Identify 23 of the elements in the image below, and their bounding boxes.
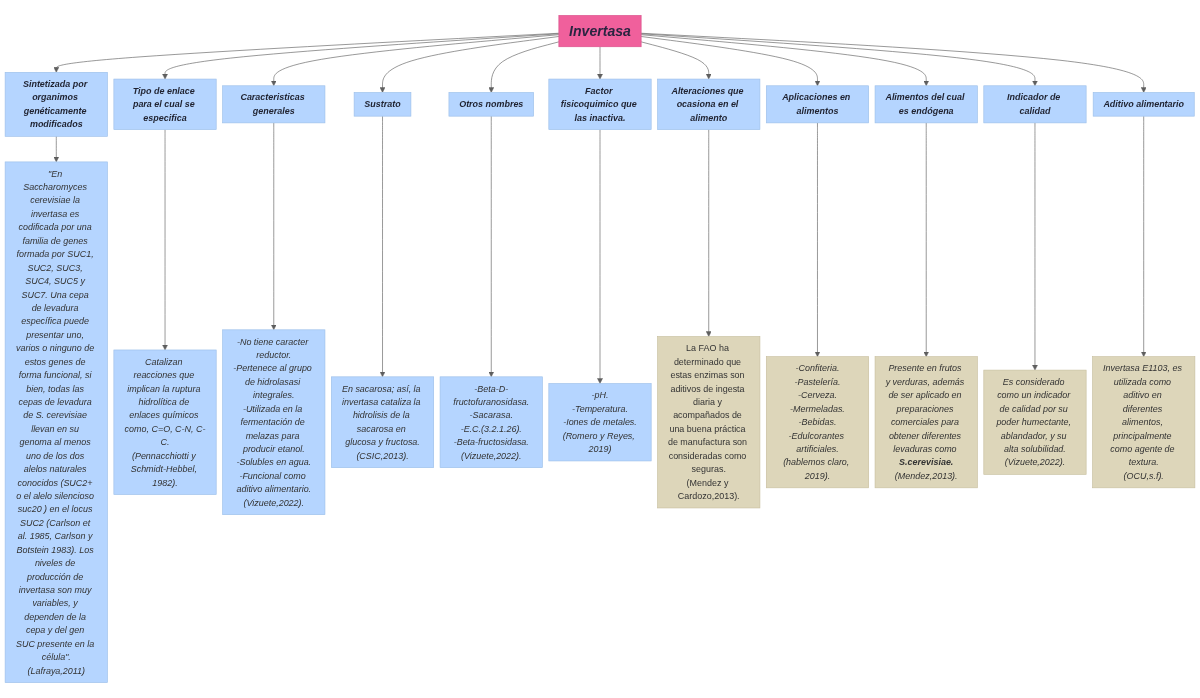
- node-box: -No tiene caracter reductor. -Pertenece al grupo de hidrolasasi integrales. -Utilizada en la fermentación de melazas para producir etanol. -Solubles en agua. -Funcional como aditivo alimentario. (Vizuete,2022).: [222, 329, 326, 515]
- node-box: En sacarosa; así, la invertasa cataliza la hidrolisis de la sacarosa en glucosa y fructosa. (CSIC,2013).: [331, 376, 434, 468]
- node-box: Invertasa: [558, 15, 642, 48]
- node-box: Tipo de enlace para el cual se especifica: [113, 78, 217, 130]
- node-box: Sustrato: [353, 92, 412, 117]
- node-box: Invertasa E1103, es utilizada como aditivo en diferentes alimentos, principalmente como agente de textura. (OCU,s.f).: [1092, 356, 1196, 489]
- node-box: Indicador de calidad: [983, 85, 1087, 124]
- node-box: -Confiteria. -Pastelería. -Cerveza. -Mermeladas. -Bebidas. -Edulcorantes artificiales. (hablemos claro, 2019).: [766, 356, 869, 489]
- node-box: Factor fisicoquimico que las inactiva.: [548, 78, 652, 130]
- node-box: Alimentos del cual es endógena: [874, 85, 978, 124]
- node-box: Aplicaciones en alimentos: [766, 85, 869, 124]
- node-box: Caracteristicas generales: [222, 85, 326, 124]
- node-box: Presente en frutos y verduras, además de ser aplicado en preparaciones comerciales para obtener diferentes levaduras como S.cerevisiae. (Mendez,2013).: [874, 356, 978, 489]
- node-box: Otros nombres: [448, 92, 534, 117]
- node-box: Alteraciones que ocasiona en el alimento: [657, 78, 761, 130]
- node-box: Aditivo alimentario: [1092, 92, 1195, 117]
- node-box: -pH. -Temperatura. -Iones de metales. (Romero y Reyes, 2019): [548, 383, 652, 462]
- node-box: Es considerado como un indicador de calidad por su poder humectante, ablandador, y su alta solubilidad. (Vizuete,2022).: [983, 369, 1087, 475]
- node-box: "En Saccharomyces cerevisiae la invertasa es codificada por una familia de genes formada por SUC1, SUC2, SUC3, SUC4, SUC5 y SUC7. Una cepa de levadura específica puede presentar uno, varios o ninguno de estos genes de forma funcional, si bien, todas las cepas de levadura de S. cerevisiae llevan en su genoma al menos uno de los dos alelos naturales conocidos (SUC2+ o el alelo silencioso suc20 ) en el locus SUC2 (Carlson et al. 1985, Carlson y Botstein 1983). Los niveles de producción de invertasa son muy variables, y dependen de la cepa y del gen SUC presente en la célula". (Lafraya,2011): [4, 161, 108, 683]
- node-box: -Beta-D-fructofuranosidasa. -Sacarasa. -E.C.(3.2.1.26). -Beta-fructosidasa. (Vizuete,2022).: [439, 376, 543, 468]
- node-box: Catalizan reacciones que implican la ruptura hidrolítica de enlaces químicos como, C=O, C-N, C-C. (Pennacchiotti y Schmidt-Hebbel, 1982).: [113, 349, 217, 495]
- node-box: La FAO ha determinado que estas enzimas son aditivos de ingesta diaria y acompañados de una buena práctica de manufactura son consideradas como seguras. (Mendez y Cardozo,2013).: [657, 336, 761, 509]
- node-box: Sintetizada por organimos genéticamente modificados: [4, 72, 108, 137]
